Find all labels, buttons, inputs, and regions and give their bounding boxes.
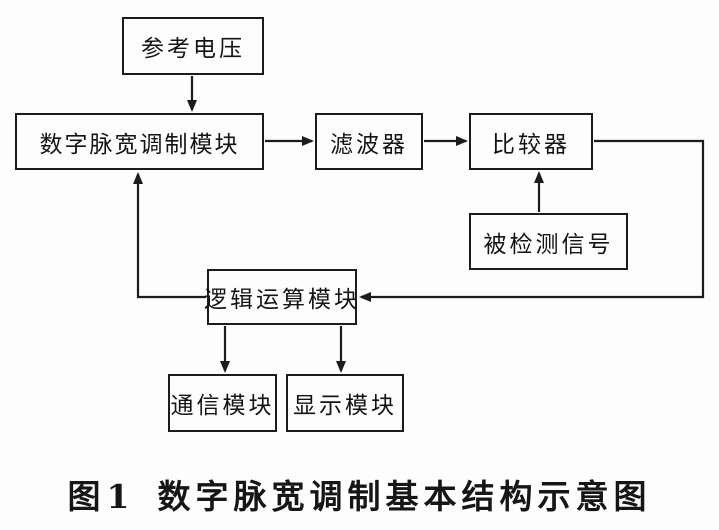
node-reference-voltage: 参考电压 xyxy=(122,17,264,75)
node-display-module: 显示模块 xyxy=(286,374,404,432)
node-display-module-label: 显示模块 xyxy=(293,393,397,419)
node-comm-module: 通信模块 xyxy=(168,374,277,432)
figure-caption: 图1 数字脉宽调制基本结构示意图 xyxy=(0,470,719,518)
node-detected-signal-label: 被检测信号 xyxy=(483,231,614,258)
node-logic-module-label: 逻辑运算模块 xyxy=(204,287,360,313)
node-pwm-module: 数字脉宽调制模块 xyxy=(15,113,264,170)
node-pwm-module-label: 数字脉宽调制模块 xyxy=(39,131,240,158)
node-comm-module-label: 通信模块 xyxy=(170,393,275,419)
node-detected-signal: 被检测信号 xyxy=(469,213,628,270)
node-logic-module: 逻辑运算模块 xyxy=(204,269,360,325)
edge-logic-to-pwm xyxy=(133,172,206,299)
node-filter-label: 滤波器 xyxy=(330,131,408,158)
node-reference-voltage-label: 参考电压 xyxy=(141,36,245,62)
figure-caption-title: 数字脉宽调制基本结构示意图 xyxy=(157,477,652,516)
node-comparator: 比较器 xyxy=(469,113,593,170)
node-comparator-label: 比较器 xyxy=(492,131,570,158)
node-filter: 滤波器 xyxy=(315,113,423,170)
figure-caption-number: 图1 xyxy=(67,477,136,516)
edge-comparator-to-logic xyxy=(359,139,705,302)
